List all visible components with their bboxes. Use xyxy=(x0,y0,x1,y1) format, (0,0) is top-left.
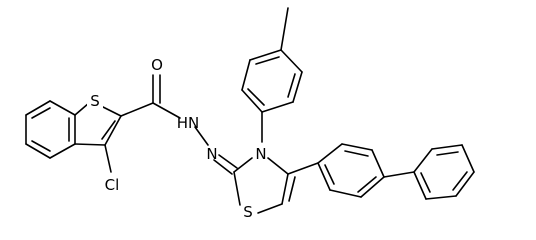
bond xyxy=(74,143,106,146)
bond xyxy=(249,49,282,61)
bond xyxy=(420,172,431,193)
bond xyxy=(120,102,154,117)
atom-s-benzothiophene: S xyxy=(90,92,100,110)
bond xyxy=(280,7,289,51)
bond xyxy=(436,151,459,156)
bond xyxy=(261,101,294,113)
bond xyxy=(49,143,76,159)
structure-svg: S O HN N N S Cl xyxy=(25,7,475,221)
bond xyxy=(31,140,51,152)
tolyl-group xyxy=(241,7,303,143)
bond xyxy=(287,73,296,98)
bond xyxy=(241,89,263,113)
bond xyxy=(360,176,385,198)
bond xyxy=(317,162,331,191)
bond xyxy=(431,144,463,150)
bond xyxy=(233,171,241,206)
hydrazone-linker xyxy=(120,74,238,175)
bond xyxy=(452,171,468,191)
bond xyxy=(287,162,319,175)
bond xyxy=(25,100,51,116)
bond xyxy=(280,49,303,73)
bond xyxy=(383,171,415,178)
bond xyxy=(281,173,289,205)
atom-o-carbonyl: O xyxy=(151,56,163,74)
bond xyxy=(31,107,51,119)
bond xyxy=(413,148,433,173)
bond xyxy=(213,159,233,175)
bond xyxy=(292,71,303,103)
atom-hn-amide: HN xyxy=(177,114,200,132)
bond xyxy=(104,115,122,146)
bond xyxy=(194,126,209,146)
label-bg xyxy=(87,92,103,110)
bond xyxy=(329,189,362,198)
benzothiophene-group xyxy=(25,100,122,173)
bond xyxy=(257,203,283,214)
bond xyxy=(49,100,76,116)
bond xyxy=(152,102,181,119)
bond xyxy=(324,164,335,185)
bond xyxy=(288,176,296,202)
bond xyxy=(247,88,265,106)
bond xyxy=(255,56,280,65)
atom-s-thiazole: S xyxy=(243,203,253,221)
bond xyxy=(461,144,475,173)
bond xyxy=(371,149,385,178)
bond xyxy=(233,157,253,173)
atom-labels: S O HN N N S Cl xyxy=(87,56,267,221)
biphenyl-group xyxy=(287,143,475,200)
bond xyxy=(241,59,251,91)
bond xyxy=(267,157,289,175)
bond xyxy=(413,171,427,200)
bond xyxy=(74,102,90,116)
atom-cl: Cl xyxy=(105,176,120,194)
bond xyxy=(100,105,122,117)
bond xyxy=(341,143,373,151)
bond xyxy=(317,143,343,164)
thiazole-group xyxy=(233,157,296,214)
bond xyxy=(218,154,238,169)
atom-n-thiazole: N xyxy=(255,145,266,163)
bond xyxy=(357,176,377,193)
bond xyxy=(425,195,457,200)
bond xyxy=(344,150,369,157)
bond xyxy=(101,120,116,140)
bond xyxy=(25,143,51,159)
atom-n-imine: N xyxy=(206,145,217,163)
molecule-diagram: S O HN N N S Cl xyxy=(25,7,475,221)
bond xyxy=(455,171,475,197)
bond xyxy=(104,144,112,173)
